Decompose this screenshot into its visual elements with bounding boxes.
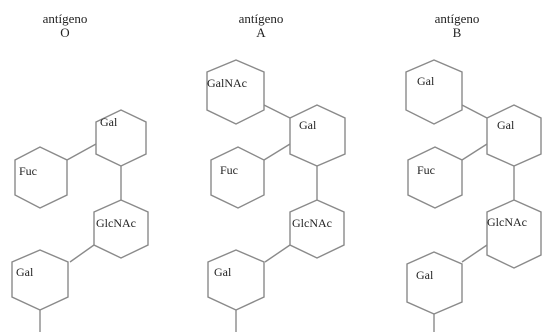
sugar-b-gal-top-label: Gal [497,118,515,132]
antigen-a-title: antígeno A [216,12,306,40]
sugar-o-glcnac [93,199,149,259]
sugar-b-gal-top [486,104,542,167]
sugar-o-fuc [14,146,68,209]
sugar-o-gal-top [95,109,147,167]
sugar-a-galnac-label: GalNAc [207,76,247,90]
antigen-o-chain: Gal Fuc GlcNAc Gal [11,109,149,332]
bond-gal-fuc-b [461,143,488,161]
antigen-o-title: antígeno O [20,12,110,40]
sugar-a-fuc-label: Fuc [220,163,238,177]
antigen-b-title: antígeno B [412,12,502,40]
antigen-b-chain: Gal Gal Fuc GlcNAc Gal [405,59,542,332]
sugar-o-gal-bottom-label: Gal [16,265,34,279]
bond-gal-fuc-a [263,143,291,161]
sugar-o-gal-bottom [11,249,69,311]
sugar-b-gal-bottom [406,251,463,315]
bond-gal-gal-b [461,104,488,119]
bond-gal-fuc-o [66,143,97,161]
bond-glcnac-gal-o [69,244,95,263]
antigen-a-chain: GalNAc Gal Fuc GlcNAc Gal [206,59,346,332]
bond-galnac-gal-a [263,104,291,119]
sugar-b-gal-terminal [405,59,463,125]
bond-glcnac-gal-b [461,244,488,263]
sugar-b-glcnac [486,199,542,269]
antigen-b-title-word: antígeno [434,11,480,26]
sugar-o-glcnac-label: GlcNAc [96,216,136,230]
sugar-b-glcnac-label: GlcNAc [487,215,527,229]
bond-glcnac-gal-a [264,244,291,263]
sugar-a-gal-top [289,104,346,167]
sugar-a-glcnac-label: GlcNAc [292,216,332,230]
antigen-b-letter: B [452,25,462,40]
sugar-a-gal-bottom [207,249,265,311]
antigen-o-title-word: antígeno [42,11,88,26]
antigen-a-title-word: antígeno [238,11,284,26]
sugar-b-fuc [407,146,463,209]
sugar-o-fuc-label: Fuc [19,164,37,178]
sugar-a-gal-bottom-label: Gal [214,265,232,279]
antigen-o-letter: O [60,25,70,40]
sugar-a-fuc [210,146,265,209]
sugar-a-galnac [206,59,265,125]
antigen-a-letter: A [256,25,266,40]
sugar-o-gal-top-label: Gal [100,115,118,129]
sugar-a-gal-top-label: Gal [299,118,317,132]
sugar-a-glcnac [289,199,345,259]
sugar-b-gal-terminal-label: Gal [417,74,435,88]
sugar-b-gal-bottom-label: Gal [416,268,434,282]
sugar-b-fuc-label: Fuc [417,163,435,177]
